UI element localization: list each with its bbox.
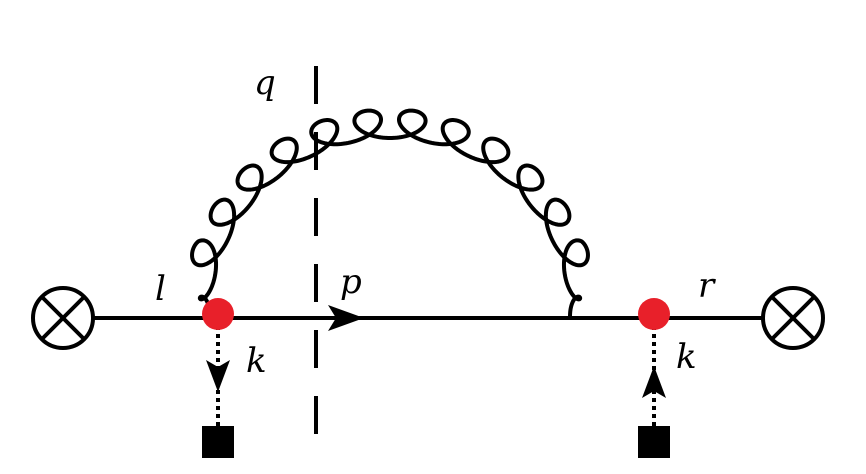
down-arrow-icon xyxy=(206,360,230,392)
filled-square-icon xyxy=(202,426,234,458)
left-vertex-dot xyxy=(202,298,234,330)
label-k-left: k xyxy=(246,341,267,381)
label-p: p xyxy=(340,262,362,302)
label-r: r xyxy=(698,266,716,306)
gluon-loop xyxy=(190,108,590,320)
up-arrow-icon xyxy=(642,366,666,398)
momentum-arrow-icon xyxy=(328,305,364,331)
label-q: q xyxy=(254,63,276,103)
label-k-right: k xyxy=(676,337,697,377)
filled-square-icon xyxy=(638,426,670,458)
right-vertex-dot xyxy=(638,298,670,330)
right-external-vertex xyxy=(761,286,825,350)
label-l: l xyxy=(155,269,166,309)
left-external-vertex xyxy=(31,286,95,350)
